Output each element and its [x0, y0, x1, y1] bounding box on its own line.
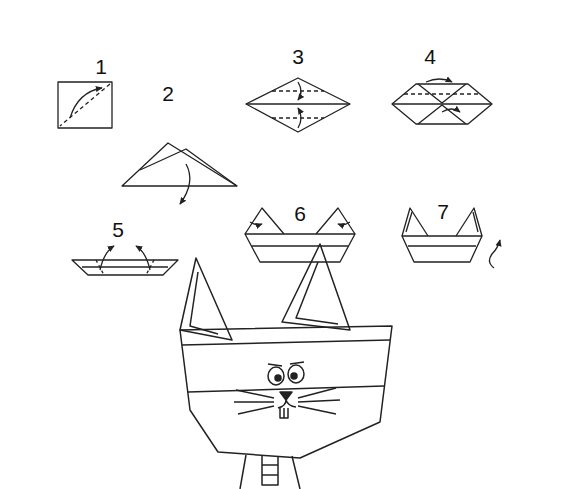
step-5-figure [72, 246, 178, 275]
rabbit-puppet [180, 244, 392, 489]
step-4-figure [392, 79, 492, 124]
step-number: 2 [162, 83, 174, 104]
step-7-figure [402, 208, 500, 268]
step-1-figure [58, 82, 112, 128]
step-number: 4 [424, 46, 436, 67]
step-number: 7 [437, 201, 449, 222]
step-number: 5 [112, 219, 124, 240]
step-number: 6 [294, 203, 306, 224]
step-3-figure [246, 78, 350, 132]
step-2-figure [122, 143, 237, 204]
step-number: 3 [292, 46, 304, 67]
step-number: 1 [95, 56, 107, 77]
